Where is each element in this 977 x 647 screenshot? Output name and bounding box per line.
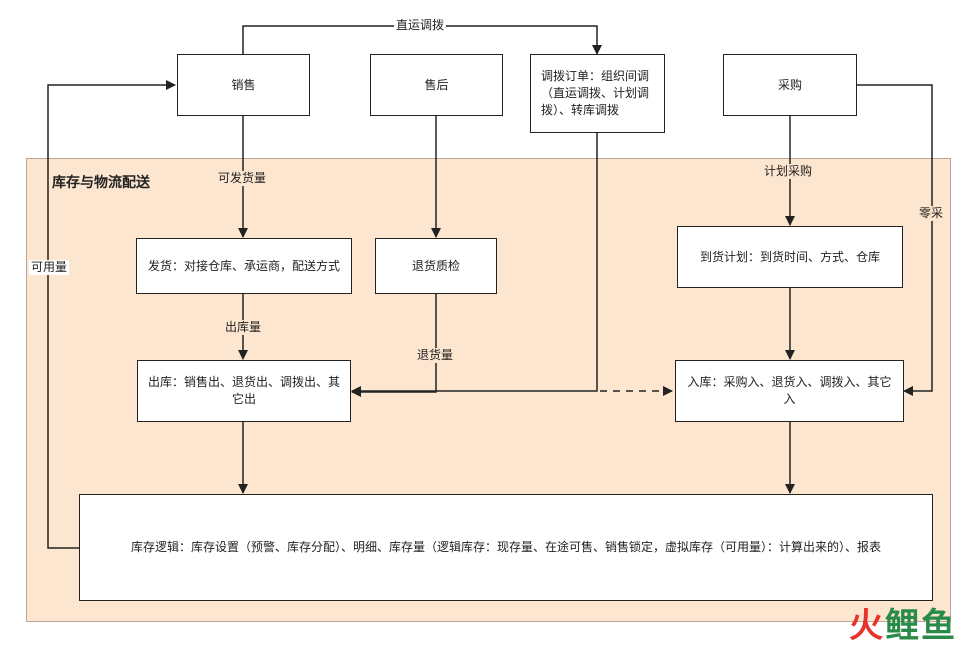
node-arrival-plan: 到货计划：到货时间、方式、仓库 [677,226,903,288]
label-planned-purchase: 计划采购 [762,164,815,179]
node-sales: 销售 [177,54,310,116]
region-title: 库存与物流配送 [52,175,150,191]
edge-purchase-to-inbound-spot [856,84,933,396]
watermark-logo: 火鲤鱼 [849,606,957,646]
node-outbound: 出库：销售出、退货出、调拨出、其它出 [137,360,351,422]
label-available-qty: 可用量 [29,260,70,275]
node-inbound: 入库：采购入、退货入、调拨入、其它入 [675,360,904,422]
label-return-qty: 退货量 [415,348,456,363]
edge-returnqc-to-outbound [351,293,437,397]
label-outbound-qty: 出库量 [223,320,264,335]
label-spot-purchase: 零采 [917,206,946,221]
label-direct-transfer: 直运调拨 [394,18,447,33]
edge-inventory-to-sales [47,80,176,549]
node-return-qc: 退货质检 [375,238,497,294]
node-transfer-order: 调拨订单：组织间调（直运调拨、计划调拨）、转库调拨 [530,54,665,133]
node-purchase: 采购 [723,54,857,116]
label-available-to-ship: 可发货量 [216,171,269,186]
node-after-sales: 售后 [370,54,503,116]
edge-transfer-to-outbound [351,132,598,396]
node-inventory-logic: 库存逻辑：库存设置（预警、库存分配）、明细、库存量（逻辑库存：现存量、在途可售、… [79,494,933,601]
node-shipping: 发货：对接仓库、承运商，配送方式 [136,238,352,294]
